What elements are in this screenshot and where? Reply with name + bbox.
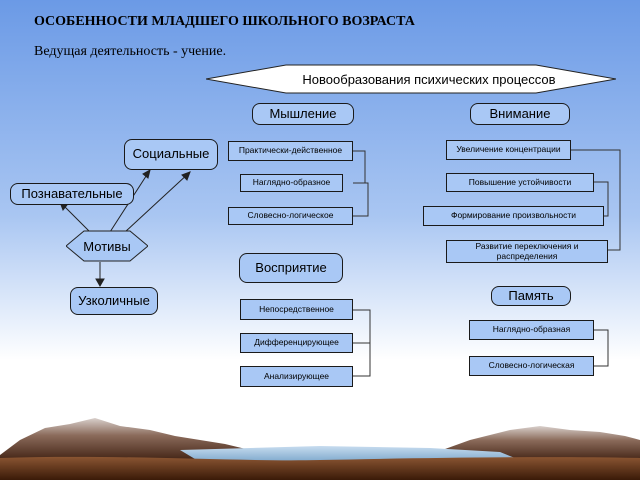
perception-header: Восприятие [239, 253, 343, 283]
memory-item-1: Наглядно-образная [469, 320, 594, 340]
banner-hexagon: Новообразования психических процессов [206, 64, 616, 94]
motive-social: Социальные [124, 139, 218, 170]
perception-item-3: Анализирующее [240, 366, 353, 387]
motive-narrow: Узколичные [70, 287, 158, 315]
ground [0, 456, 640, 480]
thinking-item-2: Наглядно-образное [240, 174, 343, 192]
thinking-item-3: Словесно-логическое [228, 207, 353, 225]
motives-hexagon: Мотивы [66, 230, 148, 262]
attention-item-3: Формирование произвольности [423, 206, 604, 226]
memory-item-2: Словесно-логическая [469, 356, 594, 376]
attention-item-4: Развитие переключения и распределения [446, 240, 608, 263]
page-subtitle: Ведущая деятельность - учение. [34, 44, 227, 59]
motive-cognitive: Познавательные [10, 183, 134, 205]
thinking-header: Мышление [252, 103, 354, 125]
attention-header: Внимание [470, 103, 570, 125]
perception-item-2: Дифференцирующее [240, 333, 353, 353]
page-title: ОСОБЕННОСТИ МЛАДШЕГО ШКОЛЬНОГО ВОЗРАСТА [34, 14, 415, 29]
perception-item-1: Непосредственное [240, 299, 353, 320]
banner-label: Новообразования психических процессов [302, 71, 556, 87]
attention-item-1: Увеличение концентрации [446, 140, 571, 160]
lake [180, 446, 520, 462]
motives-label: Мотивы [83, 238, 131, 254]
attention-item-2: Повышение устойчивости [446, 173, 594, 192]
memory-header: Память [491, 286, 571, 306]
thinking-item-1: Практически-действенное [228, 141, 353, 161]
